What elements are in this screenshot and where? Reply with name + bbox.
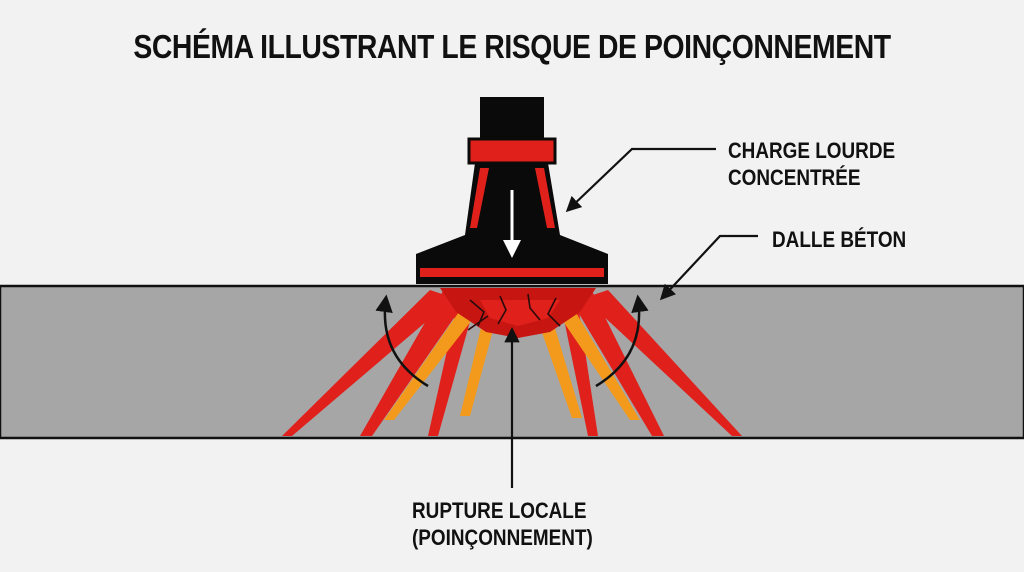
crack-zone <box>440 288 596 338</box>
curved-arrow-up-icon <box>595 294 649 388</box>
load-base-stripe <box>420 268 604 277</box>
label-charge-lourde: CHARGE LOURDE CONCENTRÉE <box>728 137 895 191</box>
label-rupture-line2: (POINÇONNEMENT) <box>412 525 593 550</box>
load-top-block <box>480 97 544 139</box>
curved-arrow-up-icon <box>375 294 429 388</box>
label-rupture-line1: RUPTURE LOCALE <box>412 498 587 523</box>
arrow-pointer-icon <box>565 147 716 213</box>
label-charge-line2: CONCENTRÉE <box>728 165 861 190</box>
heavy-load <box>416 97 608 284</box>
arrow-pointer-icon <box>659 234 758 301</box>
diagram-title: SCHÉMA ILLUSTRANT LE RISQUE DE POINÇONNE… <box>133 28 891 65</box>
label-rupture-locale: RUPTURE LOCALE (POINÇONNEMENT) <box>412 497 618 551</box>
label-dalle-beton: DALLE BÉTON <box>772 227 907 252</box>
label-charge-line1: CHARGE LOURDE <box>728 138 896 163</box>
arrow-down-icon <box>503 190 521 258</box>
shear-cone-orange-rays <box>384 296 640 420</box>
load-collar <box>467 137 557 165</box>
